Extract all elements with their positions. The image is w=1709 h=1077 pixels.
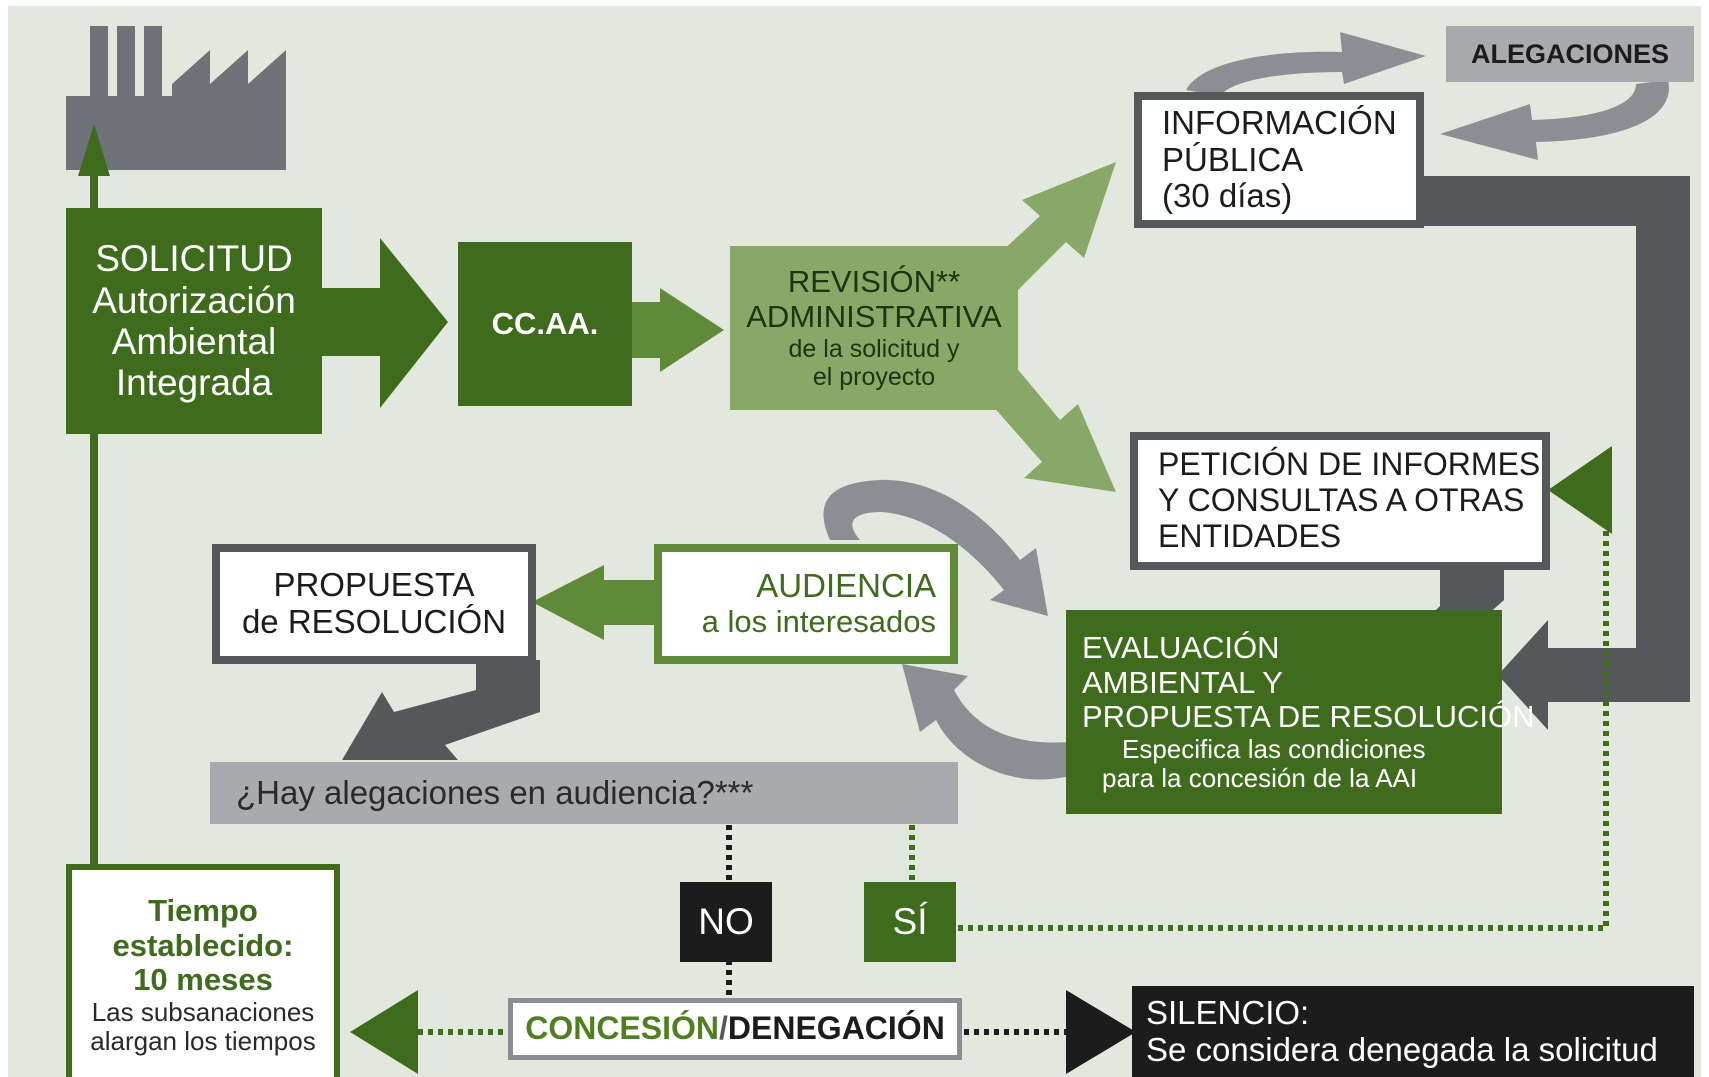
node-revision-administrativa: REVISIÓN** ADMINISTRATIVA de la solicitu… <box>730 246 1018 410</box>
arrow-alegaciones-loop-bottom <box>1440 80 1669 160</box>
propuesta-line1: PROPUESTA <box>273 566 475 604</box>
arrow-audiencia-loop-top <box>823 479 1048 616</box>
concesion-label: CONCESIÓN <box>525 1010 719 1047</box>
node-peticion-informes: PETICIÓN DE INFORMES Y CONSULTAS A OTRAS… <box>1130 432 1550 570</box>
node-pregunta-alegaciones: ¿Hay alegaciones en audiencia?*** <box>210 762 958 824</box>
evaluacion-line2: AMBIENTAL Y <box>1082 664 1283 700</box>
concesion-separator: / <box>719 1010 728 1047</box>
arrow-solicitud-to-ccaa <box>300 238 448 408</box>
node-evaluacion-ambiental: EVALUACIÓN AMBIENTAL Y PROPUESTA DE RESO… <box>1066 610 1534 814</box>
tiempo-line4: Las subsanaciones <box>91 997 315 1028</box>
audiencia-line1: AUDIENCIA <box>756 567 936 605</box>
no-label: NO <box>698 901 754 943</box>
revision-line4: el proyecto <box>812 362 936 391</box>
evaluacion-line4: Especifica las condiciones <box>1122 733 1426 764</box>
solicitud-line4: Integrada <box>115 362 273 404</box>
evaluacion-line5: para la concesión de la AAI <box>1102 763 1418 794</box>
arrow-informacion-to-evaluacion <box>1410 176 1690 730</box>
peticion-line1: PETICIÓN DE INFORMES <box>1158 446 1541 483</box>
node-informacion-publica: INFORMACIÓN PÚBLICA (30 días) <box>1134 92 1424 228</box>
informacion-line1: INFORMACIÓN <box>1162 103 1397 141</box>
node-no: NO <box>680 882 772 962</box>
node-audiencia: AUDIENCIA a los interesados <box>654 544 958 664</box>
solicitud-line2: Autorización <box>92 279 296 321</box>
arrow-alegaciones-loop-top <box>1186 32 1426 96</box>
revision-line3: de la solicitud y <box>788 334 960 363</box>
solicitud-title: SOLICITUD <box>95 238 293 280</box>
arrow-propuesta-to-pregunta <box>342 660 540 760</box>
dotted-line-si-to-peticion <box>958 530 1609 931</box>
si-label: SÍ <box>892 901 928 943</box>
node-solicitud: SOLICITUD Autorización Ambiental Integra… <box>66 208 322 434</box>
node-ccaa: CC.AA. <box>458 242 632 406</box>
silencio-line2: Se considera denegada la solicitud <box>1146 1030 1658 1068</box>
tiempo-line5: alargan los tiempos <box>90 1026 316 1057</box>
arrow-audiencia-to-propuesta <box>532 565 660 640</box>
informacion-line3: (30 días) <box>1162 177 1293 215</box>
pregunta-label: ¿Hay alegaciones en audiencia?*** <box>236 773 754 811</box>
ccaa-label: CC.AA. <box>491 305 599 341</box>
timeline-arrow-up-icon <box>78 124 110 176</box>
node-alegaciones: ALEGACIONES <box>1446 26 1694 82</box>
tiempo-line3: 10 meses <box>133 962 273 998</box>
revision-line2: ADMINISTRATIVA <box>746 299 1002 334</box>
arrowhead-into-peticion <box>1548 446 1612 534</box>
arrowhead-to-tiempo <box>350 990 418 1074</box>
evaluacion-line1: EVALUACIÓN <box>1082 629 1280 665</box>
node-propuesta-resolucion: PROPUESTA de RESOLUCIÓN <box>212 544 536 664</box>
node-tiempo-establecido: Tiempo establecido: 10 meses Las subsana… <box>66 864 340 1077</box>
arrowhead-to-silencio <box>1066 990 1136 1074</box>
solicitud-line3: Ambiental <box>111 321 277 362</box>
tiempo-line1: Tiempo <box>148 893 258 928</box>
propuesta-line2: de RESOLUCIÓN <box>241 603 507 640</box>
peticion-line3: ENTIDADES <box>1158 517 1342 554</box>
tiempo-line2: establecido: <box>112 927 294 963</box>
node-concesion-denegacion: CONCESIÓN / DENEGACIÓN <box>508 998 962 1060</box>
node-si: SÍ <box>864 882 956 962</box>
alegaciones-label: ALEGACIONES <box>1470 38 1670 69</box>
denegacion-label: DENEGACIÓN <box>727 1010 945 1047</box>
silencio-line1: SILENCIO: <box>1146 993 1310 1031</box>
evaluacion-line3: PROPUESTA DE RESOLUCIÓN <box>1082 699 1535 735</box>
arrow-evaluacion-to-audiencia <box>902 664 1070 780</box>
audiencia-line2: a los interesados <box>701 604 936 640</box>
node-silencio: SILENCIO: Se considera denegada la solic… <box>1132 986 1694 1077</box>
peticion-line2: Y CONSULTAS A OTRAS <box>1158 482 1525 519</box>
informacion-line2: PÚBLICA <box>1162 140 1304 178</box>
revision-line1: REVISIÓN** <box>787 264 961 300</box>
factory-icon <box>66 26 286 170</box>
